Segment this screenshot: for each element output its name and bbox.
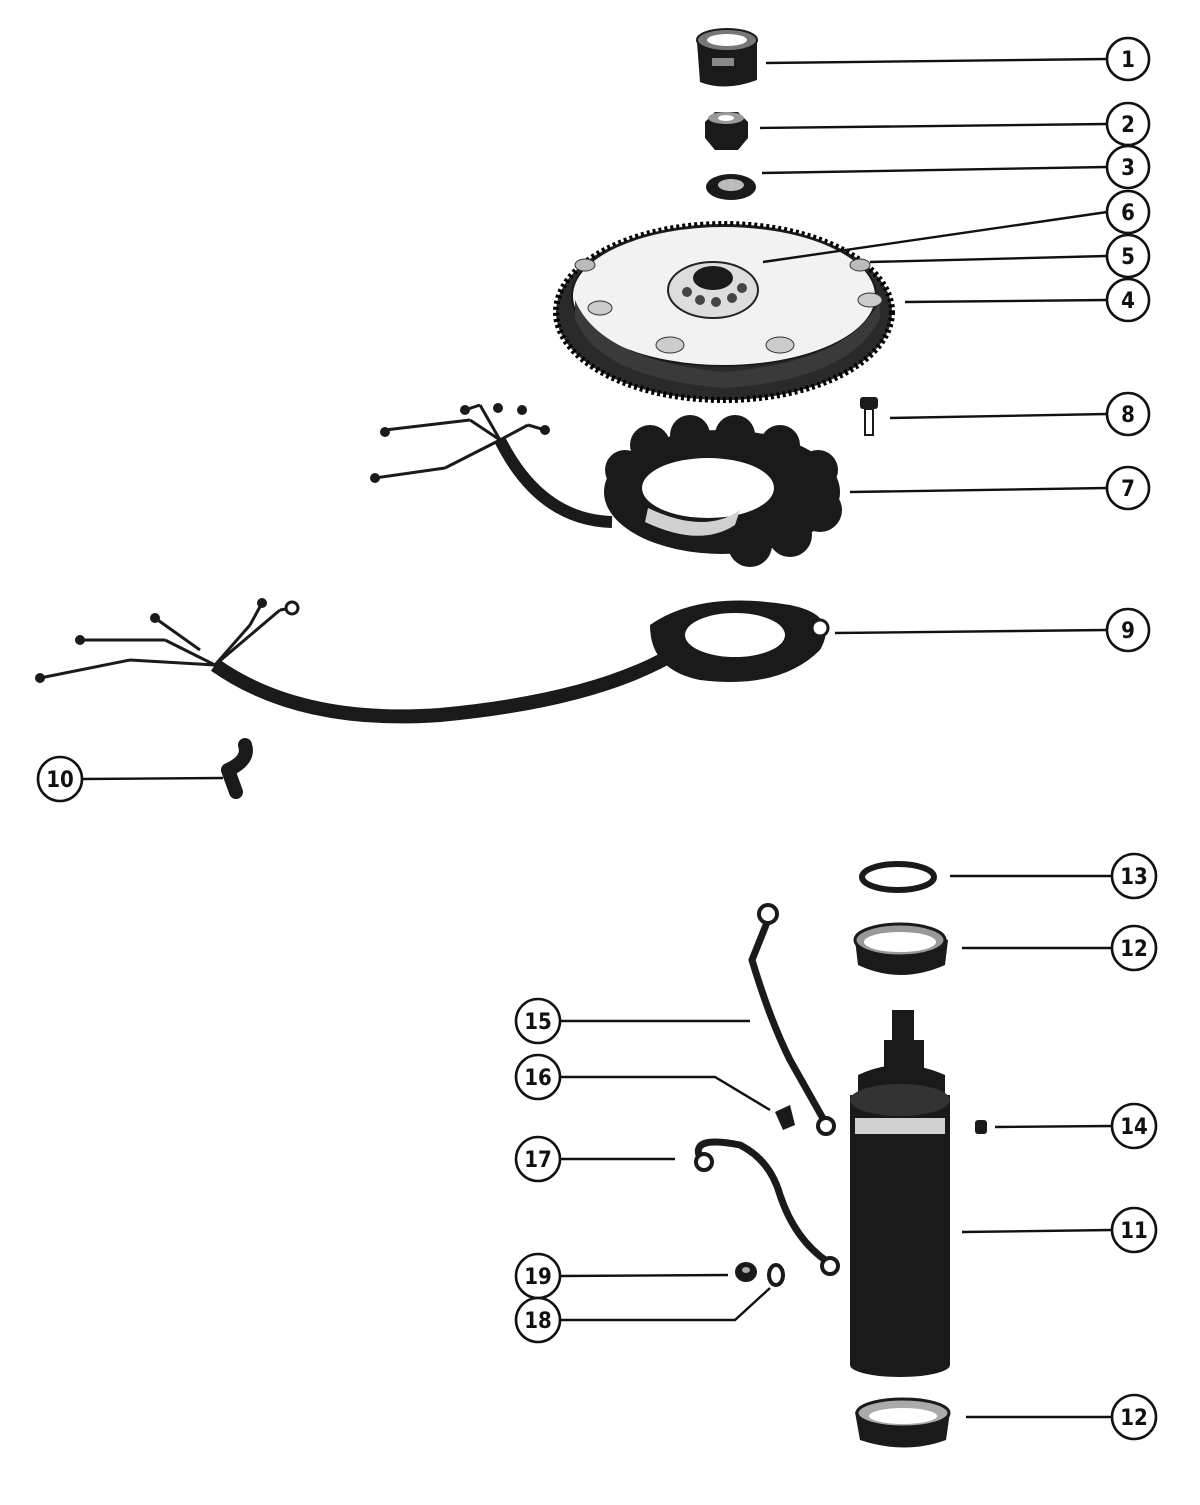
part-19-nut xyxy=(735,1262,757,1282)
callout-label-6: 6 xyxy=(1121,201,1135,226)
callout-label-1: 1 xyxy=(1121,48,1135,73)
callout-12-bottom: 12 xyxy=(1110,1393,1158,1441)
part-2-nut xyxy=(705,112,748,150)
part-3-washer xyxy=(706,174,756,200)
callout-label-11: 11 xyxy=(1120,1219,1148,1244)
callout-label-10: 10 xyxy=(46,768,74,793)
callout-3: 3 xyxy=(1105,144,1151,190)
callout-14: 14 xyxy=(1110,1102,1158,1150)
part-18-washer xyxy=(767,1263,785,1287)
callout-10: 10 xyxy=(36,755,84,803)
callout-label-7: 7 xyxy=(1121,477,1135,502)
callout-5: 5 xyxy=(1105,233,1151,279)
part-12-bottom-cap xyxy=(855,1397,951,1448)
callout-label-13: 13 xyxy=(1120,865,1148,890)
part-14-nut xyxy=(975,1120,987,1134)
part-16-screw xyxy=(775,1105,795,1130)
callout-label-17: 17 xyxy=(524,1148,552,1173)
callout-label-8: 8 xyxy=(1121,403,1135,428)
part-9-trigger xyxy=(35,598,830,724)
callout-label-4: 4 xyxy=(1121,289,1135,314)
callout-label-5: 5 xyxy=(1121,245,1135,270)
leader-lines xyxy=(82,57,1113,1419)
callout-12-top: 12 xyxy=(1110,924,1158,972)
callout-13: 13 xyxy=(1110,852,1158,900)
callout-label-12-bottom: 12 xyxy=(1120,1406,1148,1431)
part-12-top-cap xyxy=(853,922,948,975)
callout-15: 15 xyxy=(514,997,562,1045)
part-7-stator xyxy=(370,403,842,567)
part-4-flywheel xyxy=(553,221,895,403)
callout-1: 1 xyxy=(1105,36,1151,82)
callout-label-2: 2 xyxy=(1121,113,1135,138)
callout-6: 6 xyxy=(1105,189,1151,235)
callout-label-18: 18 xyxy=(524,1309,552,1334)
part-11-starter-motor xyxy=(850,1010,950,1377)
callout-17: 17 xyxy=(514,1135,562,1183)
part-15-cable xyxy=(748,903,836,1136)
part-1-cap xyxy=(696,28,758,87)
part-8-screw xyxy=(860,397,878,436)
callout-7: 7 xyxy=(1105,465,1151,511)
callout-label-12-top: 12 xyxy=(1120,937,1148,962)
callout-2: 2 xyxy=(1105,101,1151,147)
callout-18: 18 xyxy=(514,1296,562,1344)
callout-label-9: 9 xyxy=(1121,619,1135,644)
callout-19: 19 xyxy=(514,1252,562,1300)
callout-label-3: 3 xyxy=(1121,156,1135,181)
callout-label-16: 16 xyxy=(524,1066,552,1091)
callout-8: 8 xyxy=(1105,391,1151,437)
part-10-elbow xyxy=(221,738,253,799)
callout-11: 11 xyxy=(1110,1206,1158,1254)
callout-16: 16 xyxy=(514,1053,562,1101)
callout-4: 4 xyxy=(1105,277,1151,323)
callout-label-19: 19 xyxy=(524,1265,552,1290)
part-17-cable xyxy=(694,1138,840,1276)
part-13-ring xyxy=(859,861,937,893)
callout-9: 9 xyxy=(1105,607,1151,653)
callout-label-15: 15 xyxy=(524,1010,552,1035)
callout-label-14: 14 xyxy=(1120,1115,1148,1140)
